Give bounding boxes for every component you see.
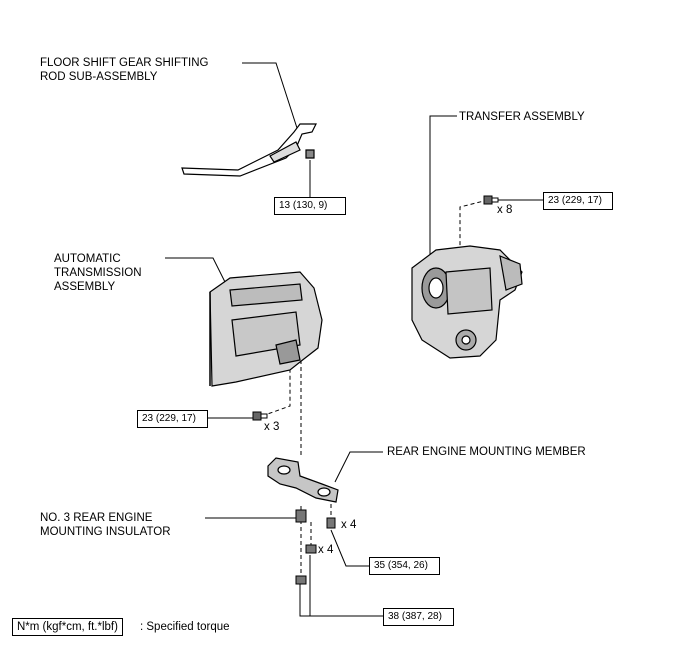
rear-member-drawing	[267, 457, 339, 503]
shift-rod-drawing	[181, 123, 317, 177]
qty-transfer-bolt: x 8	[497, 204, 513, 216]
leader-lines	[165, 62, 543, 617]
leader-floor-shift	[242, 62, 298, 129]
qty-insulator-nut: x 4	[318, 544, 334, 556]
transfer-bolt-drawing	[483, 195, 499, 205]
leader-rear-member	[334, 451, 383, 483]
transfer-assembly-label: TRANSFER ASSEMBLY	[459, 111, 585, 123]
transfer-assembly-drawing	[411, 245, 523, 359]
qty-member-bolt: x 4	[341, 519, 357, 531]
torque-member-bolt: 35 (354, 26)	[369, 557, 440, 575]
transmission-bolt-drawing	[252, 411, 268, 421]
leader-38	[299, 580, 383, 617]
automatic-transmission-label: AUTOMATIC TRANSMISSION ASSEMBLY	[54, 253, 142, 293]
qty-transmission-bolt: x 3	[264, 421, 280, 433]
torque-shift-rod-nut: 13 (130, 9)	[274, 197, 346, 215]
torque-insulator-nut: 38 (387, 28)	[383, 608, 454, 626]
leader-automatic	[165, 257, 226, 283]
torque-transfer-bolt: 23 (229, 17)	[543, 192, 613, 210]
leader-transfer	[429, 115, 457, 262]
rear-engine-mounting-member-label: REAR ENGINE MOUNTING MEMBER	[387, 446, 586, 458]
floor-shift-rod-label: FLOOR SHIFT GEAR SHIFTING ROD SUB-ASSEMB…	[40, 57, 209, 83]
torque-transmission-bolt: 23 (229, 17)	[137, 410, 208, 428]
legend-description: : Specified torque	[140, 621, 230, 633]
insulator-drawing	[295, 509, 336, 585]
legend-unit-box: N*m (kgf*cm, ft.*lbf)	[12, 618, 123, 636]
leader-35	[330, 529, 369, 567]
no3-rear-engine-mounting-insulator-label: NO. 3 REAR ENGINE MOUNTING INSULATOR	[40, 512, 171, 538]
transmission-drawing	[209, 271, 323, 387]
alignment-lines	[261, 199, 489, 575]
